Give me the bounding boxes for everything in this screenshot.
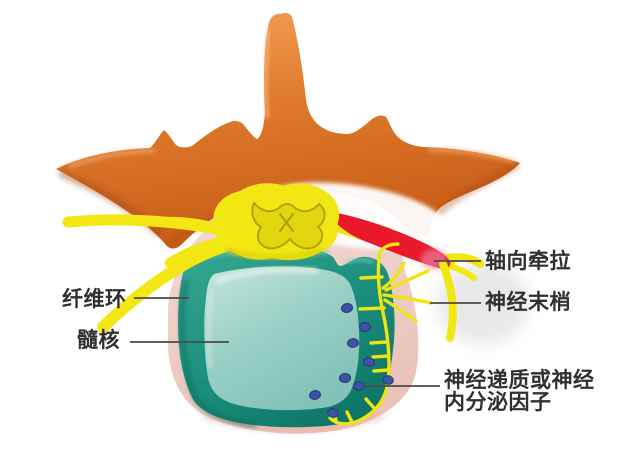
dot	[309, 390, 321, 400]
right-root-descending	[439, 260, 457, 342]
label-neurotransmitter: 神经递质或神经 内分泌因子	[444, 368, 595, 414]
fiber-tick-2	[358, 306, 386, 311]
left-root-long	[97, 237, 242, 333]
dot	[327, 408, 339, 418]
nucleus-shape	[204, 266, 360, 411]
dot	[363, 356, 375, 368]
dot	[353, 381, 365, 391]
nucleus-pulposus	[204, 266, 360, 411]
butterfly-crease	[279, 213, 294, 232]
fiber-branch-endings	[382, 293, 433, 305]
dot	[347, 338, 359, 348]
dot	[358, 321, 372, 333]
red-band	[331, 212, 451, 269]
dot	[338, 372, 352, 384]
annulus-highlight-lobe	[343, 258, 374, 265]
vertebra-outline	[56, 13, 520, 249]
label-neurotransmitter-line1: 神经递质或神经	[444, 368, 595, 392]
label-neurotransmitter-line2: 内分泌因子	[444, 389, 552, 414]
fiber-tick-4	[371, 354, 390, 359]
fiber-tick-3	[369, 340, 388, 345]
fiber-tick-6	[364, 397, 376, 410]
bone-highlight-spinous	[263, 28, 271, 118]
right-root-leaf	[444, 253, 484, 268]
dot	[382, 375, 394, 385]
fiber-branch-up	[384, 269, 430, 292]
fiber-branch-red	[381, 261, 406, 290]
fiber-tick-1	[359, 275, 384, 280]
label-axial-traction: 轴向牵拉	[485, 249, 571, 273]
bone-highlight-left-arm	[68, 149, 155, 168]
dot	[340, 302, 354, 314]
nucleus-highlight	[215, 267, 319, 284]
fiber-tick-7	[345, 410, 354, 424]
soft-shadow	[437, 261, 529, 345]
fiber-entry	[378, 242, 400, 254]
bone-highlight-right-arm	[428, 148, 515, 163]
fiber-branch-down	[383, 298, 418, 323]
fiber-tick-5	[372, 368, 390, 373]
leader-lines	[130, 260, 481, 387]
neurotransmitter-dots	[309, 302, 394, 418]
label-nucleus-pulposus: 髓核	[77, 328, 120, 352]
annulus-shadow	[179, 279, 257, 428]
bone-shadow-right-arm	[435, 163, 519, 216]
label-nerve-endings: 神经末梢	[485, 290, 571, 314]
nucleus-highlight-left	[206, 290, 214, 368]
label-annulus-fibrosus: 纤维环	[62, 287, 127, 311]
spinal-cord	[213, 183, 340, 260]
vertebral-body-rim	[202, 413, 385, 432]
cord-shadow	[225, 247, 323, 260]
